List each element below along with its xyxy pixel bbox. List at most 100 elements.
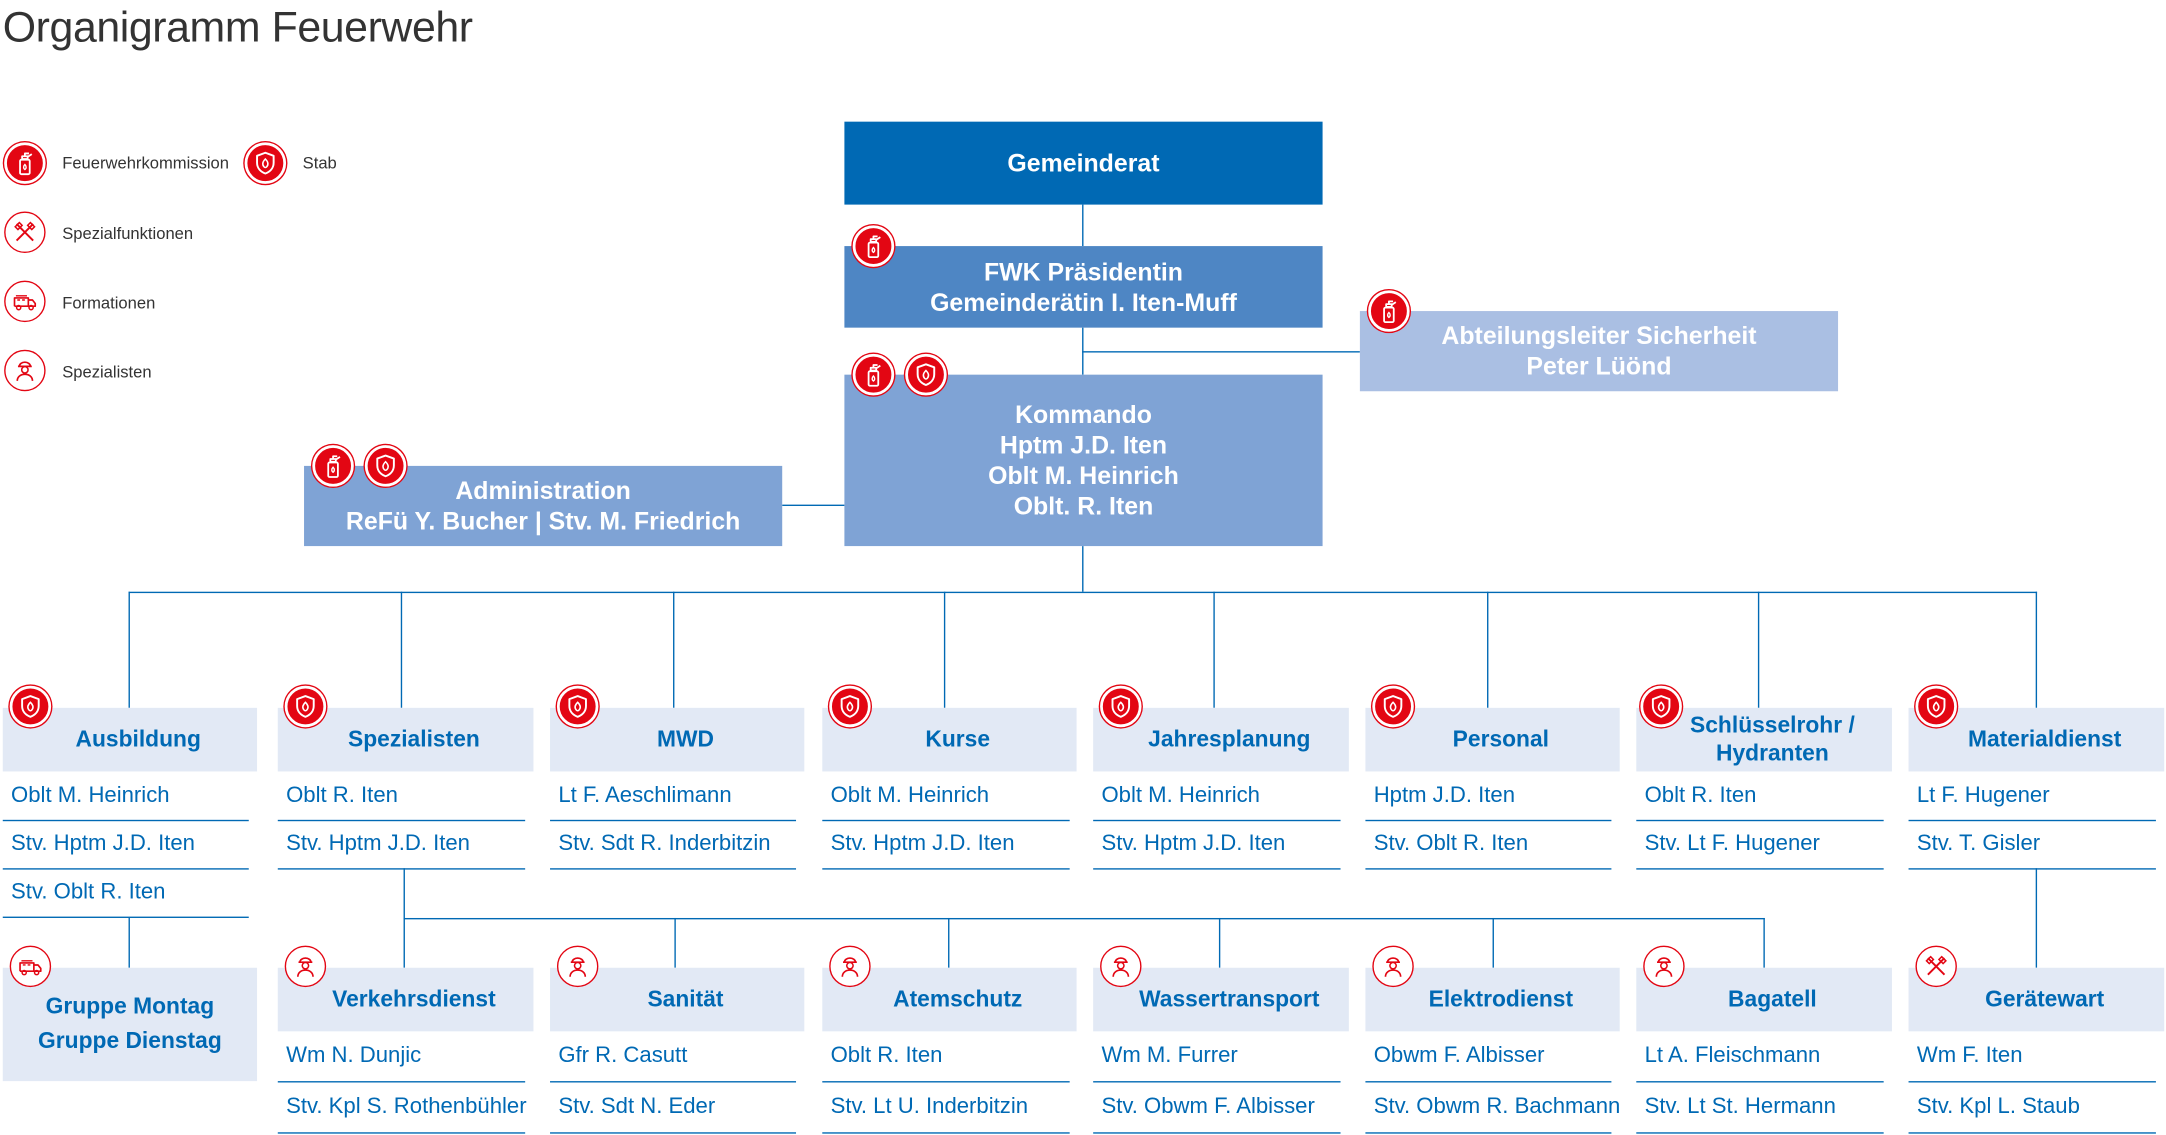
person-entry: Gfr R. Casutt	[550, 1031, 797, 1083]
connector-line	[948, 917, 950, 968]
connector-line	[1082, 204, 1084, 247]
person-entry: Stv. Hptm J.D. Iten	[1093, 821, 1341, 870]
person-entry: Stv. Lt U. Inderbitzin	[822, 1082, 1070, 1134]
dept-name: Schlüsselrohr /	[1690, 713, 1855, 739]
person-entry: Obwm F. Albisser	[1365, 1031, 1612, 1083]
person-entry: Wm F. Iten	[1908, 1031, 2156, 1083]
gemeinderat-label: Gemeinderat	[1007, 149, 1160, 177]
connector-line	[1213, 591, 1215, 708]
gemeinderat-box: Gemeinderat	[844, 121, 1323, 205]
spec-name: Bagatell	[1728, 987, 1817, 1012]
person-entry: Stv. Lt St. Hermann	[1636, 1082, 1884, 1134]
person-entry: Oblt M. Heinrich	[2, 773, 249, 822]
person-entry: Stv. Sdt R. Inderbitzin	[550, 821, 797, 870]
connector-line	[403, 917, 1765, 920]
person-entry: Stv. Hptm J.D. Iten	[2, 821, 249, 870]
dept-name: Hydranten	[1716, 741, 1829, 766]
firefighter-icon	[1643, 945, 1685, 988]
spec-name: Atemschutz	[893, 987, 1023, 1012]
person-entry: Stv. Oblt R. Iten	[2, 870, 249, 918]
person-entry: Oblt M. Heinrich	[1093, 773, 1341, 822]
spec-name: Verkehrsdienst	[332, 987, 496, 1012]
kommando-member: Oblt M. Heinrich	[988, 461, 1179, 490]
person-entry: Lt A. Fleischmann	[1636, 1031, 1884, 1083]
fwk-praesidentin-box: FWK Präsidentin Gemeinderätin I. Iten-Mu…	[844, 246, 1323, 328]
gruppe-dienstag: Gruppe Dienstag	[38, 1028, 222, 1054]
connector-line	[400, 591, 403, 708]
connector-line	[1487, 591, 1489, 708]
fwk-title: FWK Präsidentin	[983, 257, 1183, 286]
abteilungsleiter-box: Abteilungsleiter Sicherheit Peter Lüönd	[1359, 311, 1839, 392]
firefighter-icon	[1372, 945, 1414, 988]
fwk-name: Gemeinderätin I. Iten-Muff	[930, 288, 1237, 316]
person-entry: Stv. T. Gisler	[1908, 821, 2156, 870]
dept-name: Personal	[1452, 727, 1550, 753]
connector-line	[2035, 591, 2038, 708]
person-entry: Stv. Kpl L. Staub	[1908, 1082, 2156, 1134]
connector-line	[1492, 917, 1494, 968]
connector-line	[1757, 591, 1760, 708]
shield-flame-icon	[1372, 685, 1414, 728]
person-entry: Lt F. Aeschlimann	[550, 773, 797, 822]
dept-name: Spezialisten	[348, 727, 480, 753]
crossed-axes-icon	[4, 211, 46, 253]
person-entry: Wm M. Furrer	[1093, 1031, 1341, 1083]
person-entry: Stv. Lt F. Hugener	[1636, 821, 1884, 870]
connector-line	[673, 591, 675, 708]
connector-line	[1218, 917, 1221, 968]
shield-flame-icon	[9, 685, 52, 728]
dept-name: Materialdienst	[1967, 727, 2122, 753]
connector-line	[943, 591, 946, 708]
shield-flame-icon	[556, 685, 599, 728]
crossed-axes-icon	[1915, 945, 1957, 988]
connector-line	[1763, 917, 1765, 968]
connector-line	[128, 591, 130, 708]
person-entry: Oblt R. Iten	[1636, 773, 1884, 822]
kommando-box: Kommando Hptm J.D. Iten Oblt M. Heinrich…	[844, 374, 1323, 547]
shield-flame-icon	[905, 353, 947, 396]
dept-name: Jahresplanung	[1148, 727, 1311, 753]
legend-label-feuerwehrkommission: Feuerwehrkommission	[62, 153, 230, 173]
fire-extinguisher-icon	[852, 353, 895, 396]
connector-line	[128, 591, 2038, 594]
kommando-title: Kommando	[1015, 400, 1152, 429]
shield-flame-icon	[244, 142, 287, 184]
spec-wassertransport: Wassertransport	[1093, 967, 1349, 1032]
shield-flame-icon	[1915, 685, 1957, 728]
dept-name: Kurse	[925, 727, 991, 753]
administration-members: ReFü Y. Bucher | Stv. M. Friedrich	[345, 507, 741, 536]
person-entry: Lt F. Hugener	[1908, 773, 2156, 822]
person-entry: Stv. Oblt R. Iten	[1365, 821, 1612, 870]
shield-flame-icon	[364, 445, 407, 487]
person-entry: Stv. Hptm J.D. Iten	[822, 821, 1070, 870]
person-entry: Stv. Hptm J.D. Iten	[277, 821, 526, 870]
person-entry: Oblt R. Iten	[277, 773, 526, 822]
fire-extinguisher-icon	[852, 225, 895, 267]
firefighter-icon	[556, 945, 599, 988]
connector-line	[2035, 868, 2038, 968]
dept-kurse: Kurse	[822, 707, 1077, 772]
fire-extinguisher-icon	[4, 142, 46, 184]
fire-extinguisher-icon	[312, 445, 354, 487]
dept-name: Ausbildung	[75, 727, 201, 753]
legend-label-formationen: Formationen	[62, 293, 156, 313]
fire-extinguisher-icon	[1368, 290, 1410, 332]
connector-line	[1082, 546, 1084, 592]
spec-name: Gerätewart	[1985, 987, 2105, 1012]
firefighter-icon	[829, 945, 871, 988]
connector-line	[1082, 351, 1360, 353]
shield-flame-icon	[1100, 685, 1142, 728]
spec-name: Elektrodienst	[1428, 987, 1574, 1012]
abteilungsleiter-name: Peter Lüönd	[1526, 352, 1672, 381]
person-entry: Stv. Sdt N. Eder	[550, 1082, 797, 1134]
kommando-member: Oblt. R. Iten	[1013, 492, 1154, 520]
gruppe-montag: Gruppe Montag	[45, 994, 215, 1019]
gruppe-box: Gruppe Montag Gruppe Dienstag	[2, 967, 258, 1082]
spec-name: Wassertransport	[1139, 987, 1320, 1012]
person-entry: Stv. Obwm F. Albisser	[1093, 1082, 1341, 1134]
firefighter-icon	[4, 349, 46, 392]
person-entry: Stv. Kpl S. Rothenbühler	[277, 1082, 527, 1134]
kommando-member: Hptm J.D. Iten	[999, 431, 1168, 459]
person-entry: Oblt R. Iten	[822, 1031, 1070, 1083]
